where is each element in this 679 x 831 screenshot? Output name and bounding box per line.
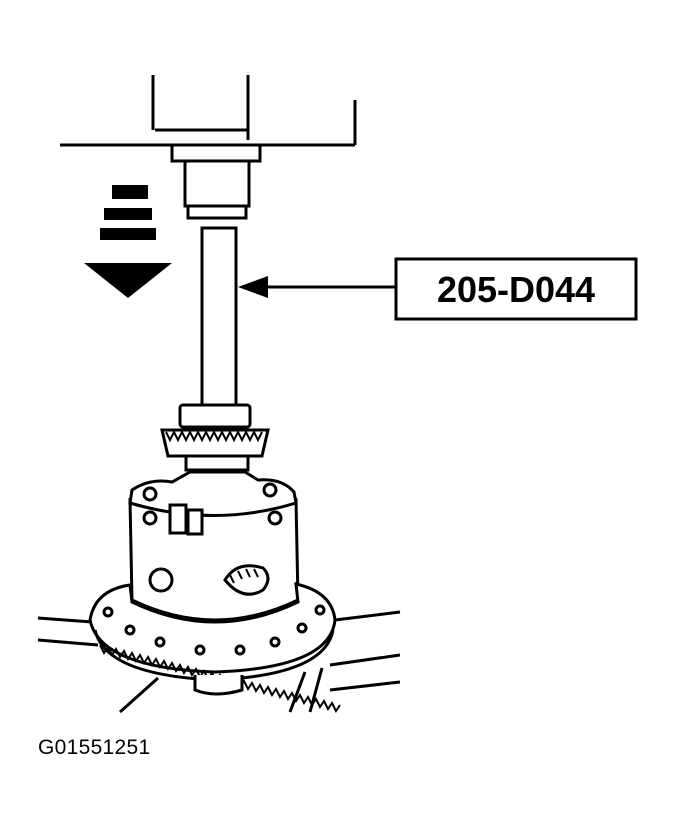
differential-case <box>128 470 300 622</box>
tool-number-label: 205-D044 <box>437 269 595 310</box>
callout-leader <box>238 276 395 298</box>
down-arrow-icon <box>84 185 172 298</box>
bearing-cone <box>160 403 270 472</box>
press-ram <box>60 75 357 220</box>
press-bed <box>37 610 401 714</box>
tool-rod <box>200 226 238 415</box>
figure-id-label: G01551251 <box>38 736 151 759</box>
tool-callout: 205-D044 <box>394 257 638 321</box>
ring-gear <box>88 582 341 713</box>
